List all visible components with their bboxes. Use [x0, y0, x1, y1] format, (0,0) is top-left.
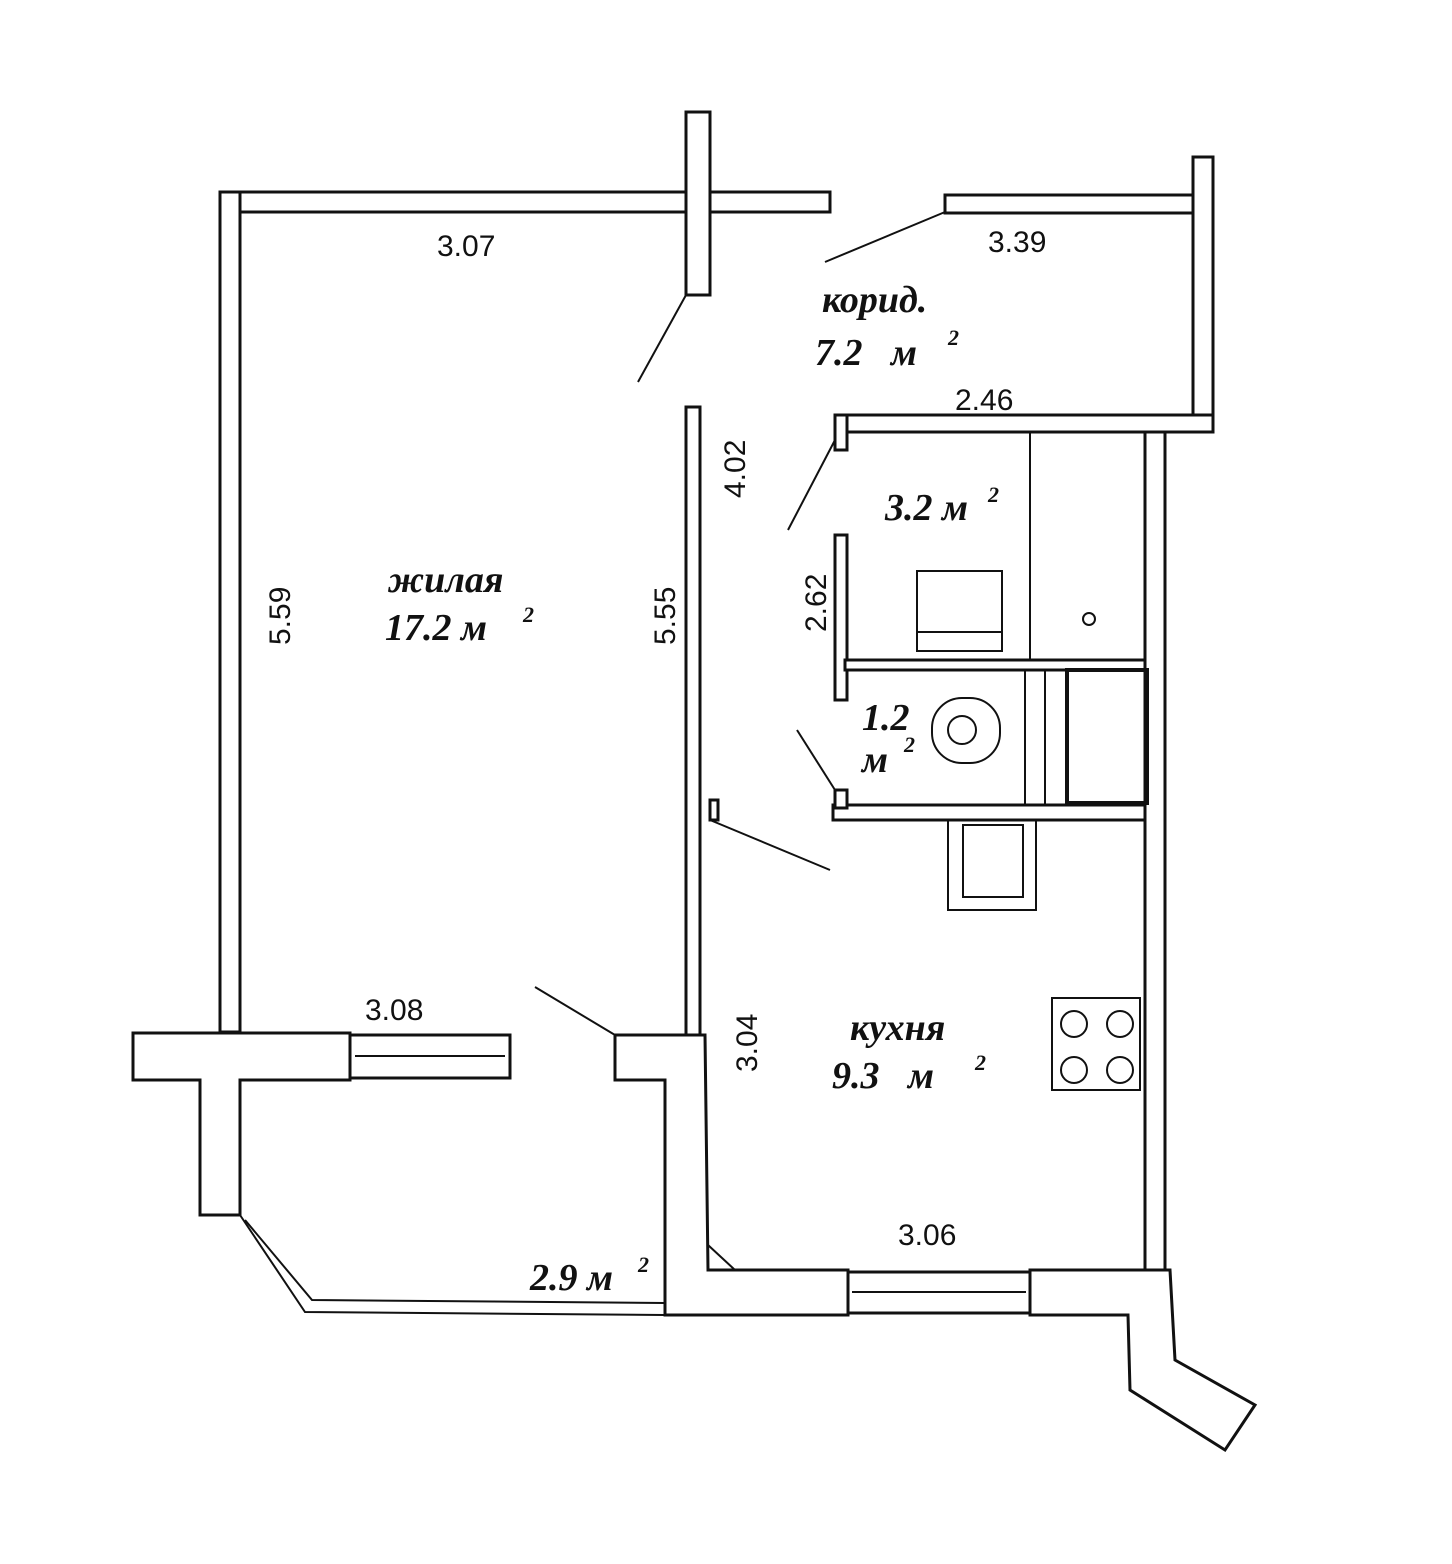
dim-living-top: 3.07	[437, 230, 495, 263]
dim-kitchen-side: 3.04	[731, 1014, 764, 1072]
kitchen-area-sup: 2	[974, 1050, 986, 1075]
dim-kitchen-bottom: 3.06	[898, 1219, 956, 1252]
dim-corridor-top: 3.39	[988, 226, 1046, 259]
walls	[131, 110, 1258, 1453]
balcony-area-sup: 2	[637, 1252, 649, 1277]
stove-icon	[1051, 997, 1141, 1091]
dim-living-bottom: 3.08	[365, 994, 423, 1027]
toilet-unit: м	[860, 739, 888, 781]
fixtures	[916, 432, 1149, 1091]
bathtub-fixture	[916, 570, 1003, 652]
bathroom-area: 3.2 м	[884, 487, 968, 529]
dim-corridor-bottom: 2.46	[955, 384, 1013, 417]
shaft-fixture	[1065, 668, 1149, 805]
toilet-icon	[931, 697, 1001, 764]
drain-icon	[1082, 612, 1096, 626]
dim-corridor-side: 4.02	[719, 440, 752, 498]
corridor-area-sup: 2	[947, 325, 959, 350]
dim-living-left: 5.59	[264, 587, 297, 645]
dim-bath-side: 2.62	[800, 574, 833, 632]
kitchen-label: кухня	[850, 1007, 945, 1049]
living-area: 17.2 м	[385, 607, 487, 649]
living-area-sup: 2	[522, 602, 534, 627]
door-swings	[534, 211, 946, 1271]
bathroom-area-sup: 2	[987, 482, 999, 507]
toilet-area: 1.2	[862, 697, 910, 739]
dim-living-right: 5.55	[649, 587, 682, 645]
corridor-label: корид.	[822, 279, 927, 321]
kitchen-area: 9.3 м	[832, 1055, 934, 1097]
sink-fixture	[947, 819, 1037, 911]
toilet-area-sup: 2	[903, 732, 915, 757]
corridor-area: 7.2 м	[815, 332, 917, 374]
balcony-area: 2.9 м	[529, 1257, 613, 1299]
living-label: жилая	[387, 559, 503, 601]
